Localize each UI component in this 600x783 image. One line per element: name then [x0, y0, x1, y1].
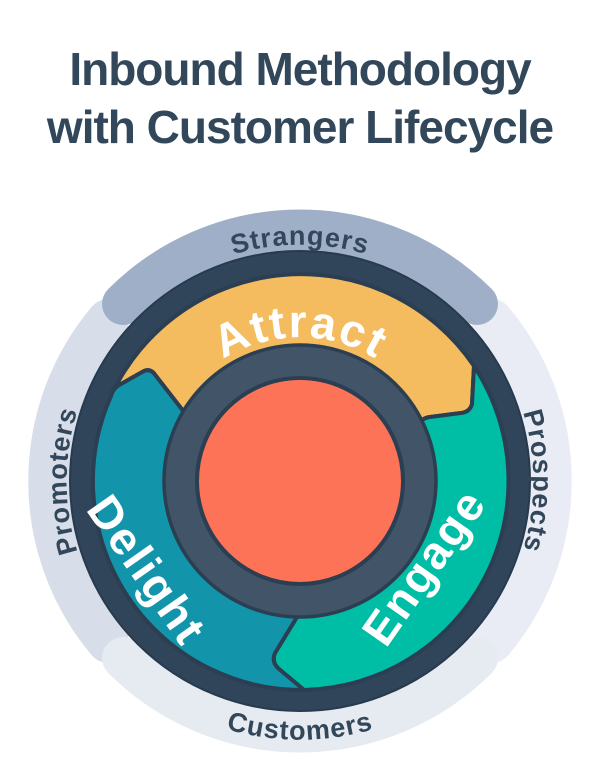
title-line-2: with Customer Lifecycle: [46, 101, 554, 154]
title-line-1: Inbound Methodology: [69, 43, 531, 95]
outer-ring-promoters-arc: [28, 299, 129, 663]
hub-center: [195, 376, 405, 586]
outer-ring-strangers-arc: [102, 209, 498, 325]
page-title: Inbound Methodology with Customer Lifecy…: [0, 40, 600, 157]
outer-ring-customers-arc: [102, 637, 498, 753]
outer-ring-prospects-arc: [471, 299, 572, 663]
